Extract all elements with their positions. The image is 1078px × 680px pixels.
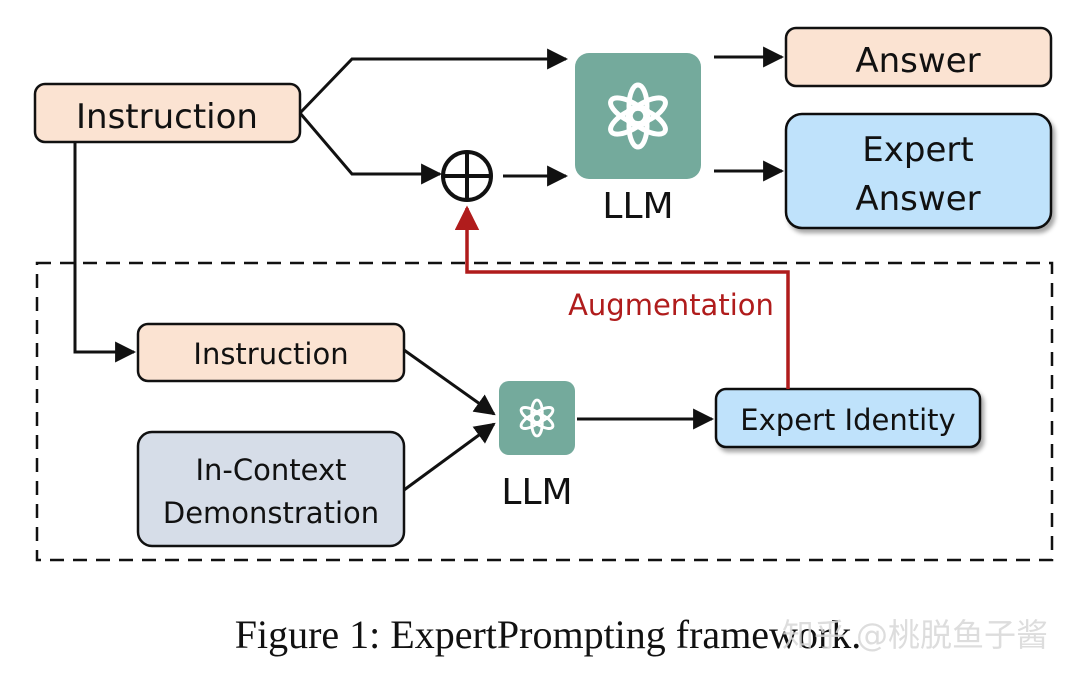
sub-instruction-label: Instruction [193,337,348,371]
sub-instruction-node: Instruction [136,322,406,383]
augmentation-label: Augmentation [568,288,774,322]
llm-top-label: LLM [602,186,673,227]
combine-node [441,150,493,202]
watermark: 知乎 @桃脱鱼子酱 [782,616,1048,654]
expert-identity-region [35,261,1054,562]
instruction-node: Instruction [33,82,302,144]
llm-bottom-node: LLM [499,381,575,513]
answer-label: Answer [855,41,980,81]
expert-answer-label-line2: Answer [855,179,980,219]
llm-top-node: LLM [575,53,701,227]
expert-answer-label-line1: Expert [862,130,973,170]
instruction-label: Instruction [76,97,258,137]
expert-answer-node: Expert Answer [784,112,1053,230]
instruction-to-llm-arrow [298,48,569,115]
figure-caption: Figure 1: ExpertPrompting framework. [235,612,862,657]
instruction-to-combine-line [298,112,443,185]
instruction-to-sub-instruction-arrow [73,142,137,363]
icd-to-llm-arrow [403,422,496,492]
llm-bottom-label: LLM [501,472,572,513]
icd-label-line1: In-Context [195,453,346,487]
answer-node: Answer [784,26,1053,88]
icd-label-line2: Demonstration [163,496,379,530]
expert-identity-node: Expert Identity [714,387,982,449]
augmentation-arrow [454,205,790,389]
sub-instruction-to-llm-arrow [403,348,496,416]
in-context-demonstration-node: In-Context Demonstration [136,430,406,548]
expert-identity-label: Expert Identity [740,403,955,437]
